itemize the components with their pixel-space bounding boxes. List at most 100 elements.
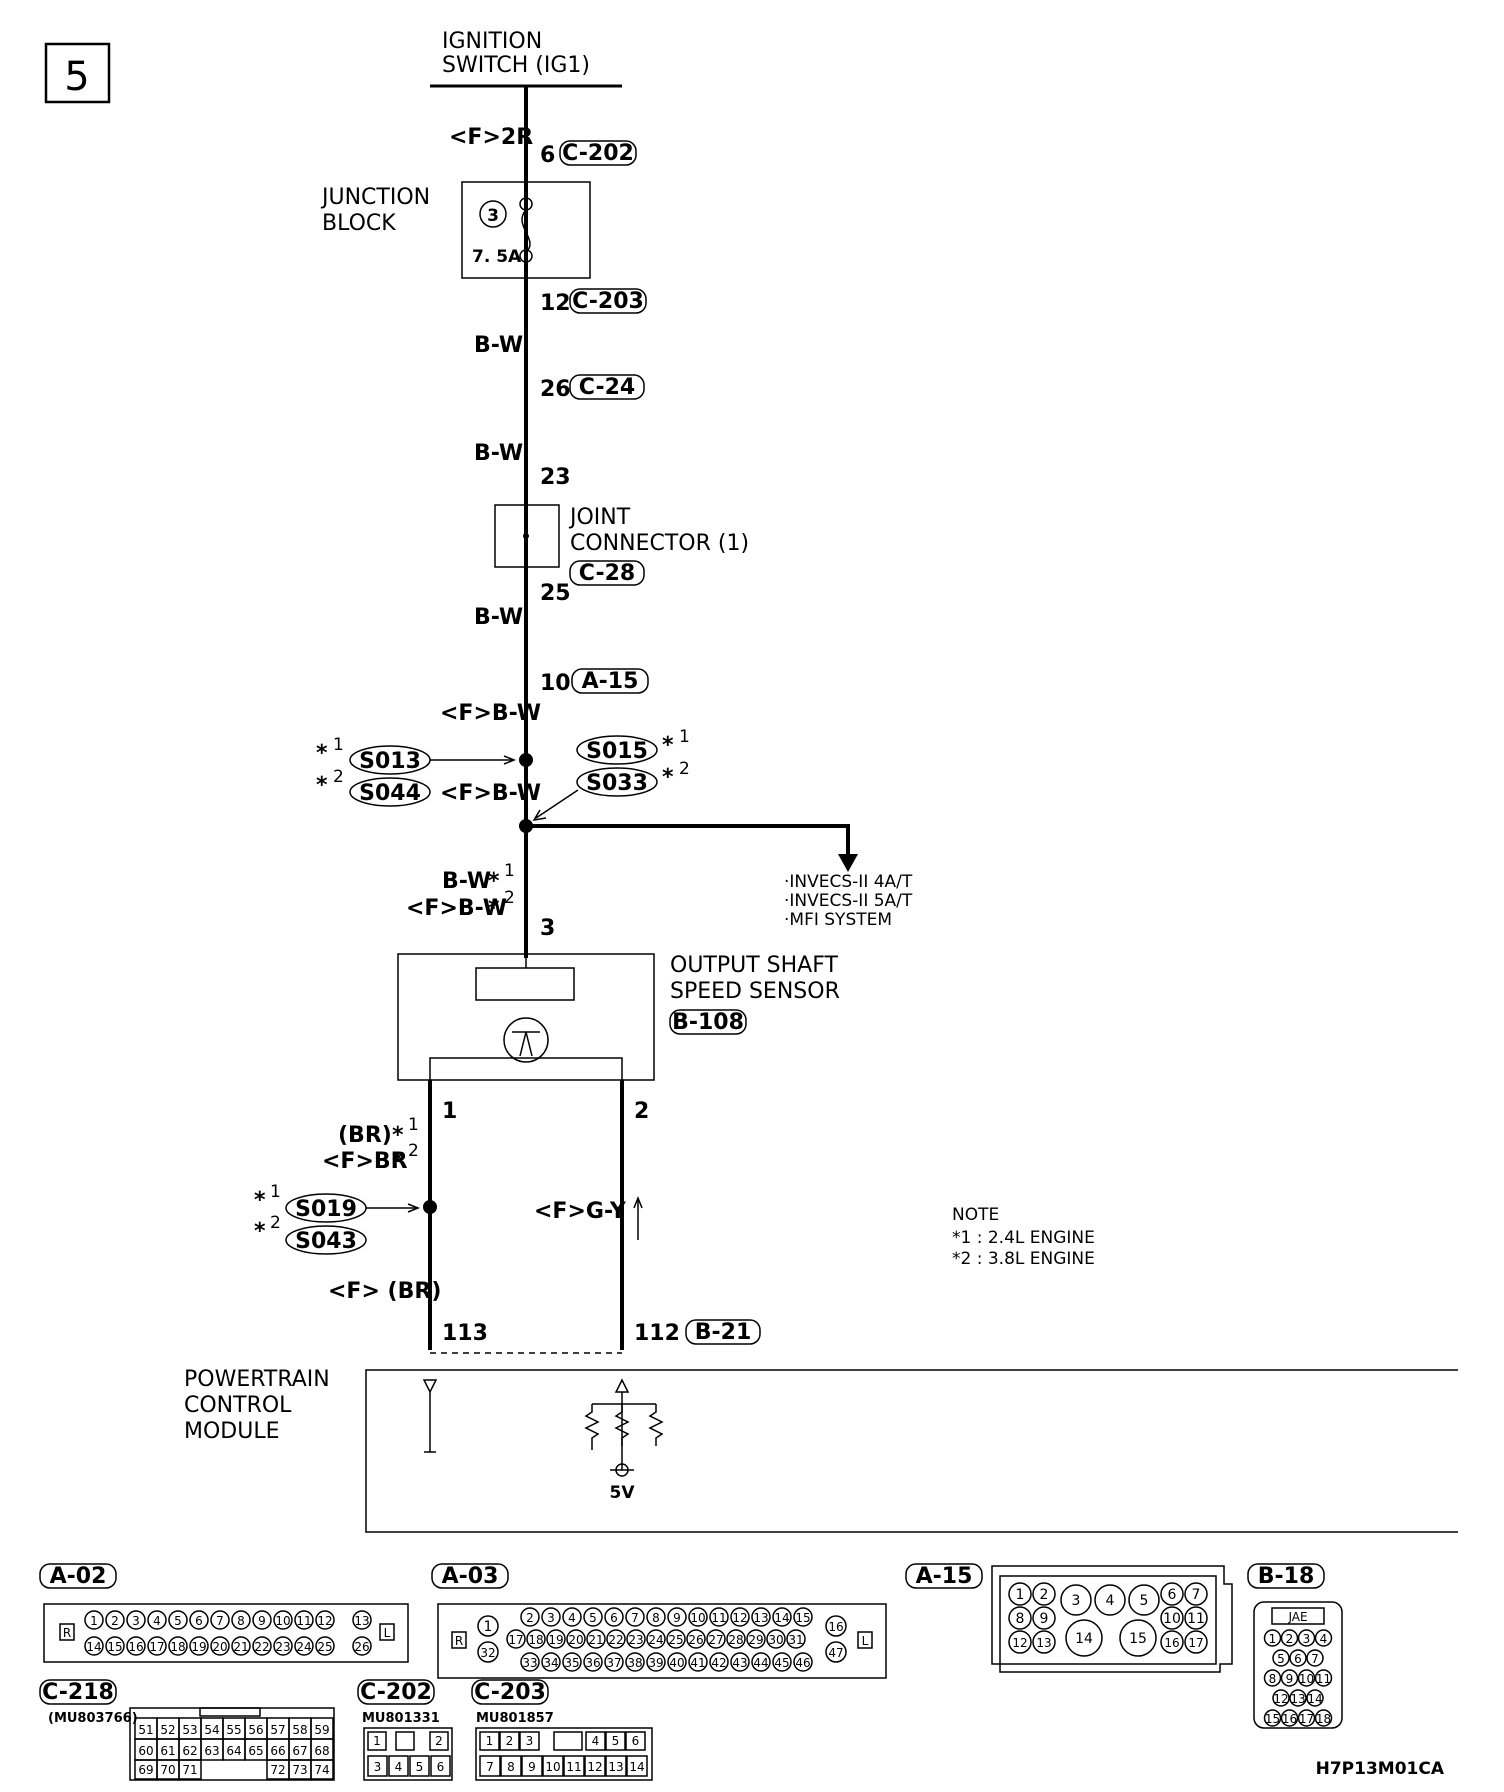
connector-pin: [546, 1629, 566, 1649]
connector-cell: [409, 1755, 430, 1777]
connector-pin: [1314, 1669, 1333, 1687]
connector-cell-label: 4: [395, 1760, 403, 1774]
connector-pin-label: 22: [254, 1640, 269, 1654]
connector-pin-label: 4: [153, 1614, 161, 1628]
connector-pin: [730, 1607, 750, 1627]
pin-c24-26: 26: [540, 377, 571, 402]
c202-part: MU801331: [362, 1711, 440, 1726]
connector-cell: [625, 1731, 646, 1751]
connector-pin: [541, 1607, 561, 1627]
connector-cell-label: 70: [160, 1763, 175, 1777]
connector-cell-label: 61: [160, 1744, 175, 1758]
splice-s044-text: S044: [359, 781, 421, 806]
junction-block-label-1: JUNCTION: [320, 185, 430, 210]
connector-pin: [273, 1636, 293, 1656]
connector-pin: [105, 1610, 125, 1630]
connector-view-c203-title: C-203: [474, 1680, 546, 1705]
note-title: NOTE: [952, 1205, 999, 1225]
connector-cell-label: 4: [592, 1734, 600, 1748]
connector-pin-label: 3: [1072, 1593, 1081, 1609]
fuse-rating: 7. 5A: [472, 247, 522, 267]
star-bw-num: 1: [504, 861, 515, 881]
connector-pin-label: 17: [508, 1633, 523, 1647]
connector-cell: [479, 1755, 501, 1777]
connector-pin-label: 20: [212, 1640, 227, 1654]
connector-cell: [310, 1759, 334, 1780]
connector-pin-label: 1: [1269, 1632, 1277, 1646]
connector-pin-label: 9: [1286, 1672, 1294, 1686]
connector-pin-label: 25: [668, 1633, 683, 1647]
connector-pin: [746, 1629, 766, 1649]
connector-pin: [562, 1607, 582, 1627]
connector-cell: [605, 1731, 626, 1751]
connector-cell: [430, 1755, 451, 1777]
connector-pin-label: 15: [795, 1611, 810, 1625]
connector-pin: [1119, 1619, 1157, 1657]
connector-pin: [168, 1610, 188, 1630]
connector-pin: [667, 1607, 687, 1627]
connector-pin-label: 2: [1286, 1632, 1294, 1646]
connector-pin-label: 17: [1188, 1636, 1203, 1650]
ignition-switch: IGNITION SWITCH (IG1): [430, 29, 622, 88]
wire-label-br-star1: (BR): [338, 1123, 392, 1148]
connector-pin-label: 26: [688, 1633, 703, 1647]
connector-pin: [751, 1652, 771, 1672]
connector-pin-label: 4: [1106, 1593, 1115, 1609]
connector-pin-label: 33: [522, 1656, 537, 1670]
connector-pin-label: 8: [1269, 1672, 1277, 1686]
connector-pin: [1314, 1629, 1333, 1647]
connector-pin: [315, 1636, 335, 1656]
star-s013-num: 1: [333, 735, 344, 755]
connector-pin-label: 24: [648, 1633, 663, 1647]
connector-ref-c202-text: C-202: [562, 141, 634, 166]
connector-pin-label: 38: [627, 1656, 642, 1670]
connector-cell-label: 9: [528, 1760, 536, 1774]
a03-left-mark: R: [455, 1634, 463, 1648]
star-s019: *: [254, 1188, 266, 1213]
connector-pin-label: 12: [317, 1614, 332, 1628]
star-s013: *: [316, 741, 328, 766]
connector-pin: [1160, 1606, 1184, 1630]
page-number-box: 5: [44, 42, 111, 104]
connector-pin-label: 17: [149, 1640, 164, 1654]
connector-pin: [84, 1636, 104, 1656]
connector-pin-label: 18: [528, 1633, 543, 1647]
connector-pin-label: 29: [748, 1633, 763, 1647]
connector-pin: [626, 1629, 646, 1649]
connector-pin-label: 17: [1299, 1712, 1314, 1726]
connector-pin-label: 8: [1016, 1611, 1025, 1627]
fuse-number: 3: [487, 206, 499, 226]
wire-label-f-gy: <F>G-Y: [534, 1199, 627, 1224]
junction-block: JUNCTION BLOCK 3 7. 5A: [320, 181, 591, 279]
connector-pin-label: 11: [1316, 1672, 1331, 1686]
connector-cell-label: 3: [374, 1760, 382, 1774]
connector-pin-label: 21: [233, 1640, 248, 1654]
joint-connector: JOINT CONNECTOR (1) C-28: [494, 504, 749, 586]
a02-left-mark: R: [63, 1626, 71, 1640]
connector-pin: [1297, 1669, 1316, 1687]
connector-pin-label: 13: [1290, 1692, 1305, 1706]
joint-connector-label-1: JOINT: [568, 505, 631, 530]
connector-cell: [367, 1755, 388, 1777]
connector-pin: [625, 1652, 645, 1672]
connector-pin: [1306, 1689, 1324, 1707]
star-s044: *: [316, 773, 328, 798]
connector-pin-label: 46: [795, 1656, 810, 1670]
connector-pin-label: 21: [588, 1633, 603, 1647]
connector-pin: [294, 1610, 314, 1630]
a02-right-mark: L: [384, 1626, 391, 1640]
connector-cell-label: 5: [612, 1734, 620, 1748]
connector-ref-c24-text: C-24: [579, 375, 635, 400]
connector-pin-label: 16: [128, 1640, 143, 1654]
connector-cell-label: 66: [270, 1744, 285, 1758]
connector-pin-label: 18: [170, 1640, 185, 1654]
pin-pcm-112: 112: [634, 1321, 680, 1346]
connector-pin-label: 7: [1192, 1587, 1201, 1603]
connector-pin-label: 4: [1320, 1632, 1328, 1646]
sensor-connector-ref: B-108: [672, 1010, 744, 1035]
connector-pin-label: 16: [1164, 1636, 1179, 1650]
connector-pin: [1060, 1584, 1092, 1616]
connector-pin-label: 6: [610, 1611, 618, 1625]
connector-pin-label: 5: [1140, 1593, 1149, 1609]
connector-cell-label: 6: [437, 1760, 445, 1774]
